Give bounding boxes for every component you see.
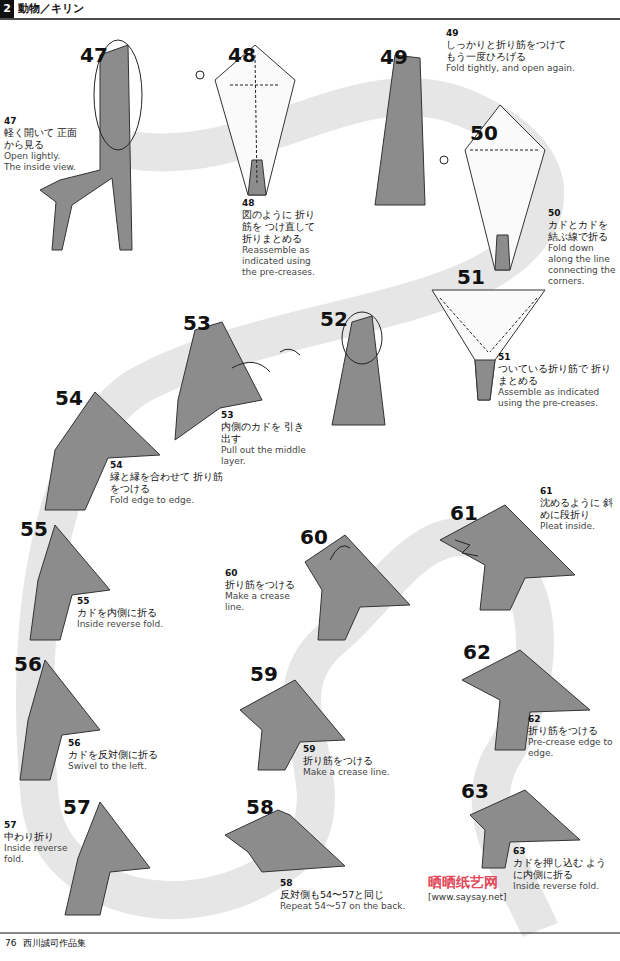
caption-japanese: 折り筋をつける	[303, 755, 413, 767]
caption-english: Inside reverse fold.	[513, 881, 613, 892]
footer-rule	[0, 933, 620, 934]
caption-japanese: 反対側も54〜57と同じ	[280, 889, 410, 901]
caption-number: 47	[4, 116, 79, 127]
step-number: 50	[470, 122, 498, 144]
step-caption: 50カドとカドを 結ぶ線で折るFold down along the line …	[548, 208, 616, 287]
caption-english: Inside reverse fold.	[77, 619, 177, 630]
caption-english: Make a crease line.	[225, 591, 301, 613]
caption-number: 55	[77, 596, 177, 607]
step-caption: 60折り筋をつけるMake a crease line.	[225, 568, 301, 613]
step-caption: 63カドを押し込む ように内側に折るInside reverse fold.	[513, 846, 613, 892]
caption-japanese: しっかりと折り筋をつけて もう一度ひろげる	[446, 39, 576, 63]
caption-english: Open lightly. The inside view.	[4, 151, 79, 173]
step-number: 52	[320, 308, 348, 330]
caption-english: Reassemble as indicated using the pre-cr…	[242, 245, 324, 278]
caption-japanese: カドを押し込む ように内側に折る	[513, 857, 613, 881]
step-number: 55	[20, 518, 48, 540]
step-number: 59	[250, 663, 278, 685]
caption-number: 53	[221, 410, 309, 421]
caption-number: 56	[68, 738, 168, 749]
book-title: 西川誠司作品集	[23, 937, 86, 949]
step-number: 53	[183, 312, 211, 334]
caption-number: 61	[540, 486, 616, 497]
fold-figures	[20, 45, 590, 915]
caption-number: 58	[280, 878, 410, 889]
step-number: 62	[463, 641, 491, 663]
caption-english: Pleat inside.	[540, 521, 616, 532]
caption-english: Inside reverse fold.	[4, 843, 70, 865]
caption-number: 57	[4, 820, 70, 831]
step-number: 57	[63, 796, 91, 818]
caption-number: 62	[528, 714, 616, 725]
caption-number: 48	[242, 198, 324, 209]
step-number: 47	[80, 44, 108, 66]
step-caption: 54縁と縁を合わせて 折り筋をつけるFold edge to edge.	[110, 460, 230, 506]
watermark-url: [www.saysay.net]	[428, 892, 507, 903]
step-number: 54	[55, 387, 83, 409]
flow-band	[35, 97, 545, 930]
step-caption: 58反対側も54〜57と同じRepeat 54〜57 on the back.	[280, 878, 410, 912]
step-caption: 55カドを内側に折るInside reverse fold.	[77, 596, 177, 630]
caption-english: Make a crease line.	[303, 767, 413, 778]
step-number: 61	[450, 502, 478, 524]
caption-japanese: ついている折り筋で 折りまとめる	[498, 363, 613, 387]
caption-number: 59	[303, 744, 413, 755]
caption-japanese: 沈めるように 斜めに段折り	[540, 497, 616, 521]
step-number: 48	[228, 44, 256, 66]
page-number: 76	[5, 937, 16, 949]
step-caption: 57中わり折りInside reverse fold.	[4, 820, 70, 865]
caption-japanese: 内側のカドを 引き出す	[221, 421, 309, 445]
header-rule	[0, 18, 620, 20]
caption-japanese: カドを反対側に折る	[68, 749, 168, 761]
caption-english: Fold down along the line connecting the …	[548, 243, 616, 287]
caption-japanese: 折り筋をつける	[528, 725, 616, 737]
caption-number: 51	[498, 352, 613, 363]
caption-japanese: 折り筋をつける	[225, 579, 301, 591]
step-caption: 53内側のカドを 引き出すPull out the middle layer.	[221, 410, 309, 467]
caption-japanese: 軽く開いて 正面から見る	[4, 127, 79, 151]
step-caption: 51ついている折り筋で 折りまとめるAssemble as indicated …	[498, 352, 613, 409]
page-title: 動物／キリン	[18, 0, 84, 18]
step-number: 63	[461, 780, 489, 802]
step-caption: 48図のように 折り筋を つけ直して 折りまとめるReassemble as i…	[242, 198, 324, 278]
step-caption: 49しっかりと折り筋をつけて もう一度ひろげるFold tightly, and…	[446, 28, 576, 74]
step-caption: 62折り筋をつけるPre-crease edge to edge.	[528, 714, 616, 759]
step-number: 58	[246, 796, 274, 818]
caption-number: 63	[513, 846, 613, 857]
caption-number: 49	[446, 28, 576, 39]
caption-english: Pre-crease edge to edge.	[528, 737, 616, 759]
caption-english: Swivel to the left.	[68, 761, 168, 772]
step-number: 60	[300, 526, 328, 548]
caption-japanese: 図のように 折り筋を つけ直して 折りまとめる	[242, 209, 324, 245]
step-number: 51	[457, 266, 485, 288]
watermark: 晒晒纸艺网	[428, 874, 498, 890]
step-number: 49	[380, 46, 408, 68]
step-number: 56	[14, 653, 42, 675]
caption-japanese: 縁と縁を合わせて 折り筋をつける	[110, 471, 230, 495]
caption-number: 50	[548, 208, 616, 219]
caption-english: Fold tightly, and open again.	[446, 63, 576, 74]
step-caption: 47軽く開いて 正面から見るOpen lightly. The inside v…	[4, 116, 79, 173]
caption-japanese: 中わり折り	[4, 831, 70, 843]
fold-marks	[94, 40, 540, 560]
caption-english: Pull out the middle layer.	[221, 445, 309, 467]
caption-english: Repeat 54〜57 on the back.	[280, 901, 410, 912]
step-caption: 61沈めるように 斜めに段折りPleat inside.	[540, 486, 616, 532]
caption-english: Assemble as indicated using the pre-crea…	[498, 387, 613, 409]
caption-number: 54	[110, 460, 230, 471]
step-caption: 59折り筋をつけるMake a crease line.	[303, 744, 413, 778]
caption-english: Fold edge to edge.	[110, 495, 230, 506]
caption-number: 60	[225, 568, 301, 579]
step-caption: 56カドを反対側に折るSwivel to the left.	[68, 738, 168, 772]
caption-japanese: カドを内側に折る	[77, 607, 177, 619]
chapter-number: 2	[0, 0, 14, 18]
caption-japanese: カドとカドを 結ぶ線で折る	[548, 219, 616, 243]
